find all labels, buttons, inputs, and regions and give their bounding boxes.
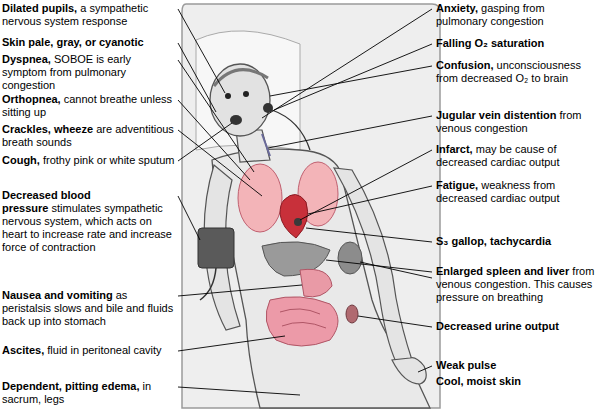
- sign-heading: Ascites,: [2, 344, 44, 356]
- callout-label: Ascites,fluid in peritoneal cavity: [2, 344, 176, 357]
- callout-label: Enlarged spleen and liverfrom venous con…: [436, 265, 598, 304]
- sign-heading: Enlarged spleen and liver: [436, 265, 569, 277]
- callout-label: Fatigue,weakness from decreased cardiac …: [436, 179, 598, 205]
- sign-heading: Confusion,: [436, 59, 493, 71]
- sign-heading: Falling O₂ saturation: [436, 37, 544, 49]
- leader-line: [178, 196, 200, 240]
- callout-label: Cough,frothy pink or white sputum: [2, 154, 176, 167]
- callout-label: Jugular vein distentionfrom venous conge…: [436, 109, 598, 135]
- leader-line: [178, 285, 302, 296]
- leader-line: [300, 150, 432, 220]
- eye: [243, 91, 249, 97]
- leader-line: [306, 228, 432, 242]
- leader-line: [178, 100, 250, 180]
- sensor-wire: [272, 110, 310, 150]
- callout-label: Dilated pupils,a sympathetic nervous sys…: [2, 2, 176, 28]
- torso: [212, 149, 430, 408]
- sign-heading: Cool, moist skin: [436, 375, 521, 387]
- leader-line: [418, 366, 432, 372]
- eye: [225, 93, 231, 99]
- sign-explanation: frothy pink or white sputum: [43, 154, 174, 166]
- sign-heading: Fatigue,: [436, 179, 478, 191]
- jugular-vein: [262, 134, 270, 156]
- callout-label: Crackles, wheezeare adventitious breath …: [2, 123, 176, 149]
- sign-heading: Decreased urine output: [436, 320, 559, 332]
- leader-line: [358, 316, 432, 327]
- blood-pressure-cuff: [198, 228, 234, 268]
- leader-line: [178, 43, 216, 112]
- leader-line: [178, 336, 285, 351]
- callout-label: Dyspnea,SOBOE is early symptom from pulm…: [2, 53, 176, 92]
- leader-line: [274, 44, 432, 110]
- callout-label: Anxiety,gasping from pulmonary congestio…: [436, 2, 598, 28]
- cuff-tube: [200, 268, 216, 300]
- stomach: [300, 269, 332, 297]
- sign-heading: Cough,: [2, 154, 40, 166]
- leader-line: [268, 116, 432, 148]
- intestines: [280, 309, 326, 328]
- sign-heading: Dyspnea,: [2, 53, 51, 65]
- leader-line: [360, 262, 432, 278]
- callout-label: Confusion,unconsciousness from decreased…: [436, 59, 598, 85]
- sign-heading: Nausea and vomiting: [2, 289, 113, 301]
- kidney: [346, 305, 358, 323]
- sign-heading: S₃ gallop, tachycardia: [436, 235, 551, 247]
- callout-label: Orthopnea,cannot breathe unless sitting …: [2, 93, 176, 119]
- sign-heading: Skin pale, gray, or cyanotic: [2, 36, 144, 48]
- sign-heading: Jugular vein distention: [436, 109, 556, 121]
- sign-heading: Orthopnea,: [2, 93, 61, 105]
- head: [210, 64, 270, 136]
- sign-heading: Weak pulse: [436, 359, 496, 371]
- callout-label: Skin pale, gray, or cyanotic: [2, 36, 176, 49]
- sign-explanation: fluid in peritoneal cavity: [47, 344, 161, 356]
- sign-heading: Anxiety,: [436, 2, 478, 14]
- bed: [182, 4, 440, 408]
- sign-heading: Dependent, pitting edema,: [2, 380, 140, 392]
- callout-label: Cool, moist skin: [436, 375, 598, 388]
- pillow: [196, 31, 300, 150]
- callout-label: Decreased blood pressurestimulates sympa…: [2, 189, 176, 254]
- leader-line: [178, 130, 262, 196]
- leader-line: [178, 9, 225, 93]
- callout-label: Falling O₂ saturation: [436, 37, 598, 50]
- leader-line: [178, 123, 232, 161]
- leader-line: [178, 387, 300, 395]
- callout-label: Decreased urine output: [436, 320, 598, 333]
- leader-line: [270, 66, 432, 96]
- sign-heading: Crackles, wheeze: [2, 123, 93, 135]
- spleen: [338, 242, 362, 274]
- callout-label: S₃ gallop, tachycardia: [436, 235, 598, 248]
- intestines: [266, 297, 338, 346]
- sign-heading: Infarct,: [436, 143, 473, 155]
- callout-label: Infarct,may be cause of decreased cardia…: [436, 143, 598, 169]
- leader-line: [308, 186, 432, 214]
- leader-line: [262, 9, 432, 118]
- leader-line: [178, 60, 254, 172]
- callout-label: Nausea and vomitingas peristalsis slows …: [2, 289, 176, 328]
- leader-lines: [178, 9, 432, 395]
- sign-heading: Dilated pupils,: [2, 2, 77, 14]
- hair: [214, 70, 268, 86]
- heart: [280, 194, 308, 238]
- callout-label: Weak pulse: [436, 359, 598, 372]
- callout-label: Dependent, pitting edema,in sacrum, legs: [2, 380, 176, 406]
